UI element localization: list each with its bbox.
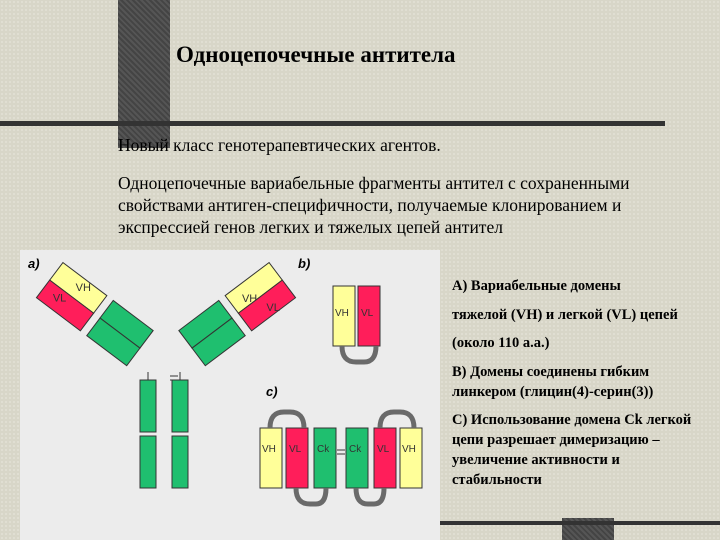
left-vl-domain — [35, 279, 95, 332]
igg-structure: VH VL VH VL — [35, 261, 297, 489]
dimer-structure: VH VL Ck Ck VL VH — [259, 409, 423, 507]
description-line-1: Одноцепочечные вариабельные фрагменты ан… — [118, 173, 630, 193]
dimer-vl-left — [285, 427, 309, 489]
right-arm: VH VL — [178, 261, 297, 367]
dimer-vl-left-label: VL — [289, 444, 302, 455]
dimer-ck-left-label: Ck — [317, 444, 330, 455]
dimer-vh-right — [399, 427, 423, 489]
note-a-title: А) Вариабельные домены — [452, 278, 621, 294]
dimer-linker-bottom-left — [293, 487, 329, 507]
panel-label-c: c) — [266, 384, 278, 399]
description-line-2: свойствами антиген-специфичности, получа… — [118, 195, 622, 215]
fc-ch2-right — [171, 379, 189, 433]
dimer-ck-left — [313, 427, 337, 489]
dimer-vh-left — [259, 427, 283, 489]
page-title: Одноцепочечные антитела — [176, 42, 456, 67]
panel-label-b: b) — [298, 256, 311, 271]
description-line-3: экспрессией генов легких и тяжелых цепей… — [118, 217, 503, 237]
panel-label-a: a) — [28, 256, 40, 271]
dimer-ck-right-label: Ck — [349, 444, 362, 455]
intro-line: Новый класс генотерапевтических агентов. — [118, 135, 441, 155]
note-b: В) Домены соединены гибким линкером (гли… — [452, 364, 654, 400]
left-vl-label: VL — [53, 293, 66, 305]
dimer-vl-right-label: VL — [377, 444, 390, 455]
antibody-diagram: a) b) c) VH VL VH VL — [20, 250, 440, 540]
scfv-vl-domain — [357, 285, 381, 347]
note-a-line3: (около 110 а.а.) — [452, 335, 550, 351]
dimer-vh-right-label: VH — [402, 444, 416, 455]
decor-rule-top — [0, 121, 665, 126]
scfv-vh-label: VH — [335, 308, 349, 319]
note-a-line2: тяжелой (VH) и легкой (VL) цепей — [452, 307, 678, 323]
left-arm: VH VL — [35, 261, 154, 367]
fc-ch3-left — [139, 435, 157, 489]
dimer-linker-bottom-right — [353, 487, 387, 507]
dimer-ck-right — [345, 427, 369, 489]
antibody-svg: VH VL VH VL — [35, 261, 423, 507]
scfv-linker — [339, 345, 379, 365]
scfv-structure: VH VL — [332, 285, 381, 365]
dimer-linker-top-left — [267, 409, 307, 429]
dimer-vh-left-label: VH — [262, 444, 276, 455]
right-vl-label: VL — [266, 302, 279, 314]
dimer-vl-right — [373, 427, 397, 489]
scfv-vl-label: VL — [361, 308, 374, 319]
fc-ch3-right — [171, 435, 189, 489]
right-cl-domain — [191, 317, 246, 367]
left-vh-label: VH — [76, 282, 91, 294]
dimer-linker-top-right — [377, 409, 417, 429]
right-vl-domain — [237, 279, 297, 332]
left-cl-domain — [86, 317, 141, 367]
note-c: С) Использование домена Ck легкой цепи р… — [452, 412, 692, 488]
decor-rule-bottom — [420, 521, 720, 525]
fc-ch2-left — [139, 379, 157, 433]
